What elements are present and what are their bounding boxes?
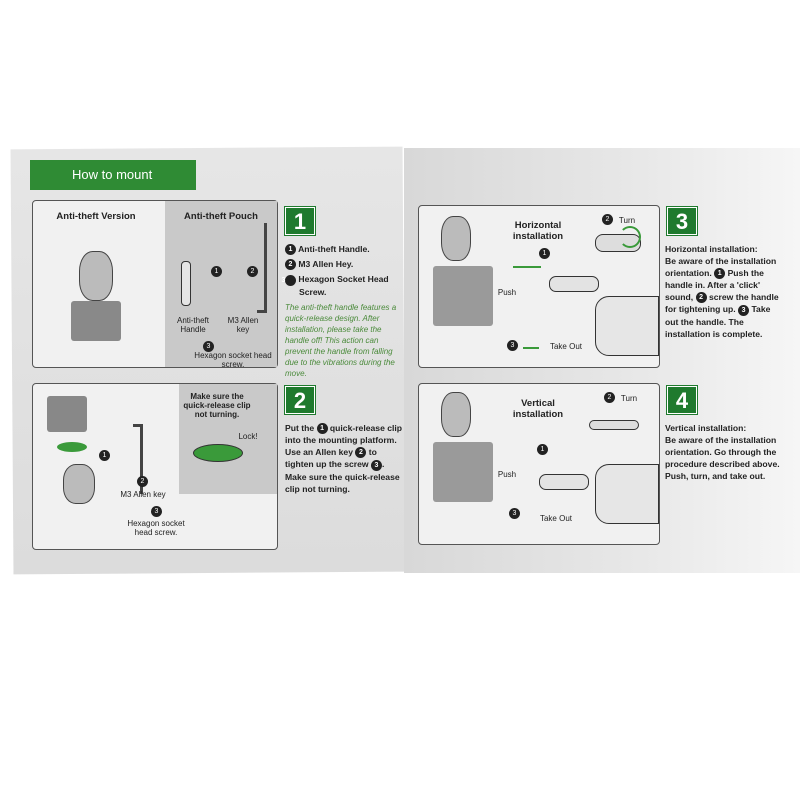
clamp-icon (71, 301, 121, 341)
ref-3: 3 (738, 304, 750, 316)
text-c: screw the handle for tightening up. (665, 292, 779, 315)
turn-label: Turn (620, 394, 638, 403)
step3-heading: Horizontal installation: (665, 244, 758, 254)
clamp-icon (433, 266, 493, 326)
takeout-arrow-icon (523, 347, 539, 349)
callout-1: 1 (211, 266, 222, 277)
handle-icon (181, 261, 191, 306)
callout-1: 1 (537, 444, 548, 455)
ref-1: 1 (316, 423, 328, 435)
callout-text: Make sure the quick-release clip not tur… (183, 392, 251, 419)
turn-arrow-icon (619, 226, 641, 248)
take-out-label: Take Out (539, 514, 572, 523)
step4-body: Be aware of the installation orientation… (665, 435, 780, 481)
callout-2: 2 (137, 476, 148, 487)
bullet-2: 2 (285, 259, 296, 271)
handle-icon-2 (549, 276, 599, 292)
clamp-icon (433, 442, 493, 502)
step2-illustration: 1 2 M3 Allen key 3 Hexagon socket head s… (32, 383, 278, 550)
step1-items: 1 Anti-theft Handle. 2 M3 Allen Hey. 3 H… (282, 243, 405, 298)
key-label: M3 Allen key (120, 490, 166, 499)
text-d: Take out the handle. The installation is… (665, 304, 771, 339)
push-label: Push (497, 470, 517, 479)
step1-note: The anti-theft handle features a quick-r… (285, 303, 397, 378)
key-label: M3 Allen key (227, 316, 259, 334)
step4-text: Vertical installation: Be aware of the i… (665, 422, 790, 482)
step3-illustration: Horizontal installation 2 Turn 1 Push 3 … (418, 205, 660, 368)
section-header: How to mount (30, 160, 196, 190)
detail-area (179, 384, 277, 494)
step3-text: Horizontal installation: Be aware of the… (665, 243, 785, 340)
step2-text: Put the 1 quick-release clip into the mo… (285, 422, 405, 495)
mount-ball-icon (79, 251, 113, 301)
bullet-1: 1 (285, 244, 296, 256)
screw-label: Hexagon socket head screw. (194, 351, 272, 369)
allen-key-icon (133, 424, 143, 494)
text-a: Put the (285, 423, 315, 433)
handle-label: Anti-theft Handle (176, 316, 209, 334)
mount-ball-icon (441, 216, 471, 261)
item-3: Hexagon Socket Head Screw. (298, 274, 389, 297)
callout-1: 1 (99, 450, 110, 461)
clip-ring-icon (57, 442, 87, 452)
text-c: to tighten up the screw (285, 447, 377, 470)
step4-heading: Vertical installation: (665, 423, 747, 433)
step-number-2: 2 (284, 385, 316, 415)
step4-illustration: Vertical installation 2 Turn 1 Push 3 Ta… (418, 383, 660, 545)
text-b: quick-release clip into the mounting pla… (285, 423, 403, 458)
handle-icon-2 (539, 474, 589, 490)
callout-1: 1 (539, 248, 550, 259)
callout-3: 3 (203, 341, 214, 352)
text-b: Push the handle in. After a 'click' soun… (665, 268, 764, 303)
text-a: Be aware of the installation orientation… (665, 256, 777, 278)
step-number-1: 1 (284, 206, 316, 236)
handle-detail-icon (595, 296, 659, 356)
handle-icon (589, 420, 639, 430)
mount-ball-icon (63, 464, 95, 504)
screw-label: Hexagon socket head screw. (127, 519, 185, 537)
item-1: Anti-theft Handle. (298, 244, 370, 254)
text-d: . Make sure the quick-release clip not t… (285, 459, 400, 494)
take-out-label: Take Out (549, 342, 582, 351)
push-label: Push (497, 288, 517, 297)
anti-theft-version-title: Anti-theft Version (56, 211, 136, 222)
callout-2: 2 (247, 266, 258, 277)
callout-3: 3 (509, 508, 520, 519)
handle-detail-icon (595, 464, 659, 524)
ref-2: 2 (695, 292, 707, 304)
anti-theft-pouch-title: Anti-theft Pouch (184, 211, 258, 222)
camera-icon (47, 396, 87, 432)
vertical-title: Vertical installation (512, 398, 564, 420)
callout-2: 2 (604, 392, 615, 403)
callout-3: 3 (151, 506, 162, 517)
callout-3: 3 (507, 340, 518, 351)
lock-label: Lock! (238, 432, 258, 441)
item-2: M3 Allen Hey. (298, 259, 354, 270)
ref-3: 3 (370, 459, 382, 471)
step-number-3: 3 (666, 206, 698, 236)
step1-illustration: Anti-theft Version Anti-theft Pouch 1 2 … (32, 200, 278, 369)
mount-ball-icon (441, 392, 471, 437)
ref-2: 2 (355, 447, 367, 459)
callout-2: 2 (602, 214, 613, 225)
bullet-3: 3 (282, 274, 296, 286)
turn-label: Turn (618, 216, 636, 225)
push-arrow-icon (513, 266, 541, 268)
allen-key-icon (257, 223, 267, 313)
quick-release-clip-icon (193, 444, 243, 462)
horizontal-title: Horizontal installation (512, 220, 564, 242)
ref-1: 1 (714, 268, 726, 280)
step-number-4: 4 (666, 385, 698, 415)
